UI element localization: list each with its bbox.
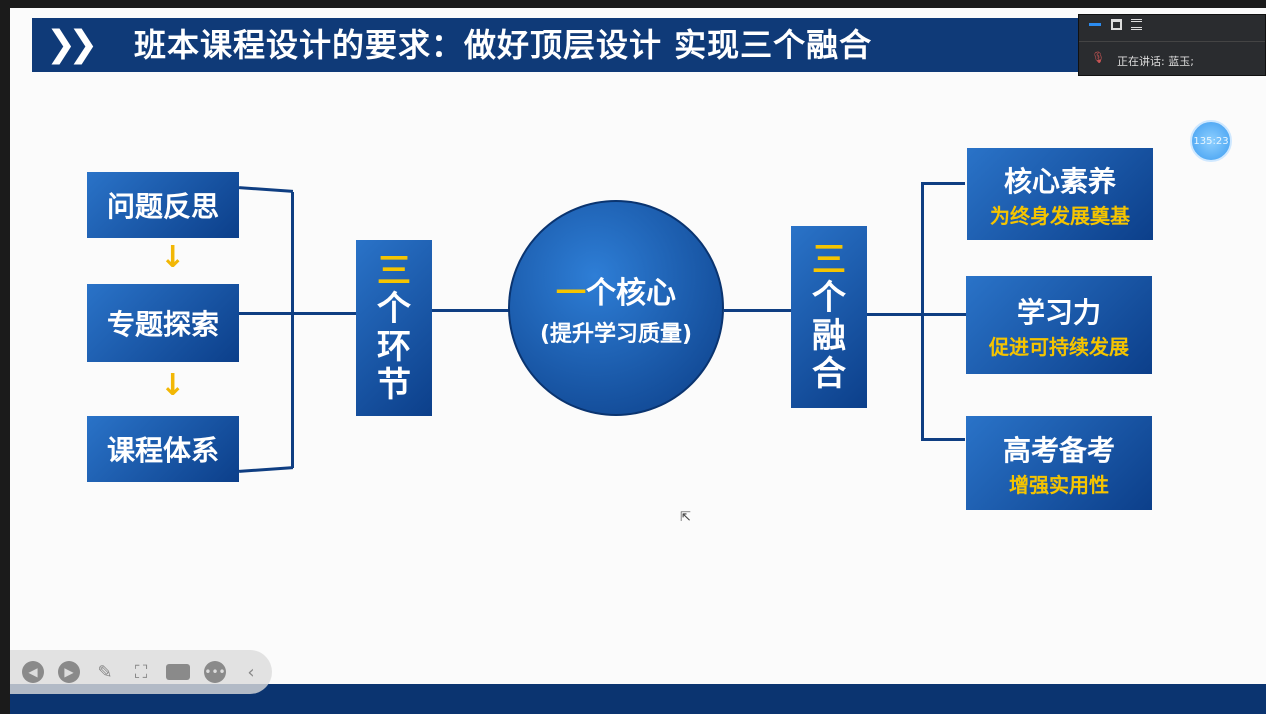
minimize-icon[interactable] xyxy=(1089,23,1101,26)
down-arrow-icon: ↓ xyxy=(160,368,186,403)
goal-box: 学习力 促进可持续发展 xyxy=(966,276,1152,374)
pen-icon[interactable]: ✎ xyxy=(97,661,113,683)
mic-muted-icon: 🎙 xyxy=(1091,51,1105,64)
step-box: 课程体系 xyxy=(87,416,239,482)
connector-line xyxy=(239,312,357,315)
connector-line xyxy=(921,183,924,439)
window-icon[interactable] xyxy=(1111,19,1122,30)
connector-line xyxy=(291,192,294,468)
next-icon[interactable]: ▶ xyxy=(58,661,80,683)
previous-icon[interactable]: ◀ xyxy=(22,661,44,683)
double-chevron-icon: ❯❯ xyxy=(46,24,98,65)
connector-line xyxy=(238,186,294,193)
slide-title: 班本课程设计的要求：做好顶层设计 实现三个融合 xyxy=(134,26,873,64)
timer[interactable]: 135:23 xyxy=(1190,120,1232,162)
more-icon[interactable]: ••• xyxy=(204,661,226,683)
screenshot-icon[interactable]: ⛶ xyxy=(134,661,148,683)
three-fusions-box: 三 个 融 合 xyxy=(791,226,867,408)
mouse-cursor-icon: ⇱ xyxy=(680,510,691,525)
connector-line xyxy=(432,309,510,312)
list-icon[interactable] xyxy=(1131,19,1142,30)
goal-box: 核心素养 为终身发展奠基 xyxy=(967,148,1153,240)
connector-line xyxy=(921,438,965,441)
divider xyxy=(1079,41,1265,42)
connector-line xyxy=(238,466,294,473)
step-box: 问题反思 xyxy=(87,172,239,238)
connector-line xyxy=(867,313,967,316)
down-arrow-icon: ↓ xyxy=(160,240,186,275)
camera-icon[interactable] xyxy=(166,664,190,680)
speaking-label: 正在讲话: xyxy=(1117,55,1165,68)
speaking-status: 正在讲话: 蓝玉; xyxy=(1117,53,1194,69)
presentation-toolbar: ◀ ▶ ✎ ⛶ ••• ‹ xyxy=(10,650,272,694)
connector-line xyxy=(921,182,965,185)
core-circle: 一个核心 (提升学习质量) xyxy=(508,200,724,416)
title-bar: ❯❯ 班本课程设计的要求：做好顶层设计 实现三个融合 xyxy=(32,18,1092,72)
collapse-icon[interactable]: ‹ xyxy=(247,661,255,683)
goal-box: 高考备考 增强实用性 xyxy=(966,416,1152,510)
three-links-box: 三 个 环 节 xyxy=(356,240,432,416)
step-box: 专题探索 xyxy=(87,284,239,362)
speaker-name: 蓝玉; xyxy=(1168,55,1194,68)
connector-line xyxy=(724,309,792,312)
slide: ❯❯ 班本课程设计的要求：做好顶层设计 实现三个融合 问题反思 ↓ 专题探索 ↓… xyxy=(10,8,1266,714)
meeting-panel: 🎙 正在讲话: 蓝玉; xyxy=(1078,14,1266,76)
